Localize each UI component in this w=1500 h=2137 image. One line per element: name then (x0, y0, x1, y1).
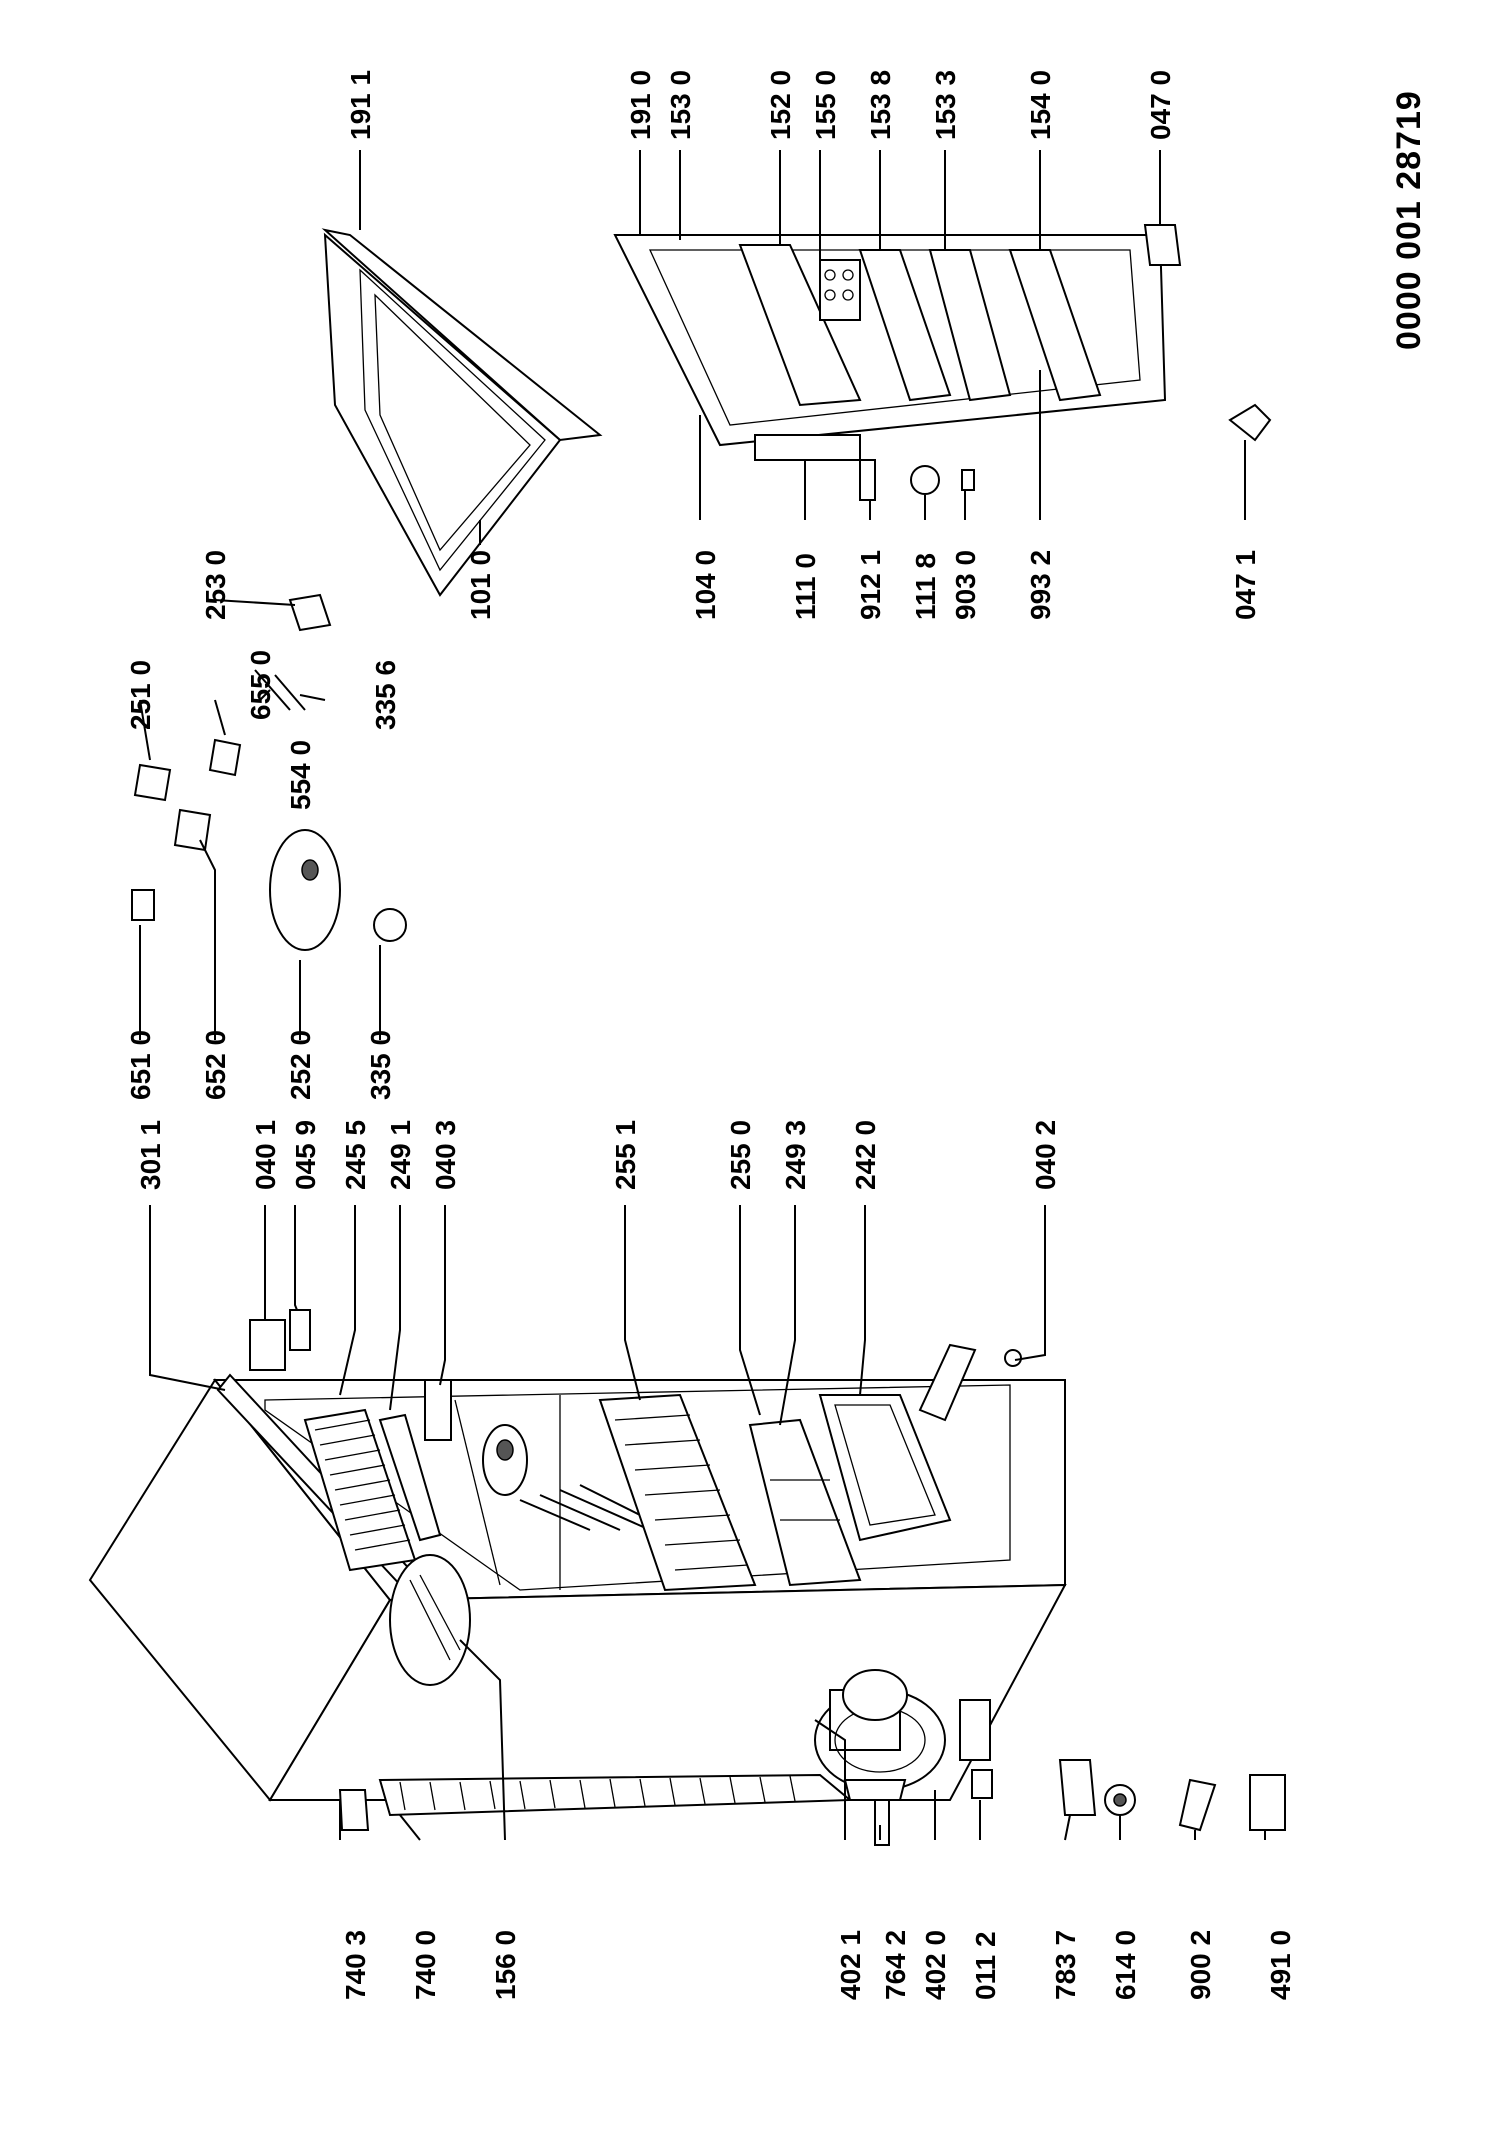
label-335-0: 335 0 (365, 1030, 396, 1100)
relay (842, 1669, 908, 1721)
label-900-2: 900 2 (1185, 1930, 1216, 2000)
label-253-0: 253 0 (200, 550, 231, 620)
thermostat-housing (269, 829, 341, 951)
label-335-6: 335 6 (370, 660, 401, 730)
label-402-0: 402 0 (920, 1930, 951, 2000)
label-255-1: 255 1 (610, 1120, 641, 1190)
hinge-bracket (249, 1319, 286, 1371)
label-191-1: 191 1 (345, 70, 376, 140)
label-614-0: 614 0 (1110, 1930, 1141, 2000)
lamp-bulb (131, 889, 155, 921)
label-651-0: 651 0 (125, 1030, 156, 1100)
label-491-0: 491 0 (1265, 1930, 1296, 2000)
thermostat-bracket (424, 1379, 452, 1441)
freezer-door (321, 150, 603, 597)
vent-grill (378, 1773, 853, 1817)
label-242-0: 242 0 (850, 1120, 881, 1190)
label-764-2: 764 2 (880, 1930, 911, 2000)
label-153-3: 153 3 (930, 70, 961, 140)
label-993-2: 993 2 (1025, 550, 1056, 620)
label-655-0: 655 0 (245, 650, 276, 720)
label-047-1: 047 1 (1230, 550, 1261, 620)
label-783-7: 783 7 (1050, 1930, 1081, 2000)
wire-shelf (598, 1393, 757, 1592)
glass-shelf (748, 1418, 862, 1587)
door-shelf-153-8 (858, 249, 952, 402)
part-047-0 (1143, 224, 1182, 266)
bottom-hinge (918, 1343, 977, 1422)
label-301-1: 301 1 (135, 1120, 166, 1190)
part-900-2 (1178, 1778, 1217, 1832)
egg-tray (819, 259, 861, 321)
label-040-2: 040 2 (1030, 1120, 1061, 1190)
compressor (814, 1689, 991, 1801)
label-652-0: 652 0 (200, 1030, 231, 1100)
cabinet (88, 1205, 1286, 1846)
label-111-0: 111 0 (790, 553, 821, 620)
document-number: 0000 001 28719 (1390, 90, 1428, 350)
screw-912 (859, 459, 876, 501)
condenser-part (874, 1799, 890, 1846)
label-154-0: 154 0 (1025, 70, 1056, 140)
screw-903 (961, 469, 975, 491)
door-shelf-152 (738, 244, 862, 407)
label-740-0: 740 0 (410, 1930, 441, 2000)
label-903-0: 903 0 (950, 550, 981, 620)
label-152-0: 152 0 (765, 70, 796, 140)
label-912-1: 912 1 (855, 550, 886, 620)
label-554-0: 554 0 (285, 740, 316, 810)
label-153-8: 153 8 (865, 70, 896, 140)
label-249-1: 249 1 (385, 1120, 416, 1190)
knob (373, 908, 407, 942)
label-255-0: 255 0 (725, 1120, 756, 1190)
label-249-3: 249 3 (780, 1120, 811, 1190)
label-047-0: 047 0 (1145, 70, 1176, 140)
small-parts (131, 593, 407, 1040)
freezer-shelf (378, 1413, 442, 1542)
handle-111 (754, 434, 861, 461)
capacitor (971, 1769, 993, 1799)
label-111-8: 111 8 (910, 553, 941, 620)
bracket-253 (288, 593, 332, 632)
crisper-drawer (818, 1394, 952, 1542)
label-402-1: 402 1 (835, 1930, 866, 2000)
label-191-0: 191 0 (625, 70, 656, 140)
switch (173, 808, 212, 852)
door-shelf-153-3 (928, 249, 1012, 402)
freezer-door-panel (323, 232, 562, 597)
door-shelf-154 (1008, 249, 1102, 402)
cap-111-8 (910, 465, 940, 495)
label-045-9: 045 9 (290, 1120, 321, 1190)
label-101-0: 101 0 (465, 550, 496, 620)
label-040-3: 040 3 (430, 1120, 461, 1190)
label-155-0: 155 0 (810, 70, 841, 140)
label-104-0: 104 0 (690, 550, 721, 620)
cover-251 (133, 763, 172, 802)
label-011-2: 011 2 (970, 1931, 1001, 2000)
fridge-door (613, 150, 1272, 520)
hinge-pin (289, 1309, 311, 1351)
part-047-1 (1228, 403, 1272, 442)
hinge-cover (338, 1789, 370, 1831)
part-554 (208, 738, 242, 777)
part-783-7 (1058, 1759, 1097, 1816)
door-191-1-strip (321, 228, 603, 442)
label-245-5: 245 5 (340, 1120, 371, 1190)
part-491-0 (1249, 1774, 1286, 1831)
label-740-3: 740 3 (340, 1930, 371, 2000)
label-153-0: 153 0 (665, 70, 696, 140)
label-156-0: 156 0 (490, 1930, 521, 2000)
label-252-0: 252 0 (285, 1030, 316, 1100)
label-251-0: 251 0 (125, 660, 156, 730)
label-040-1: 040 1 (250, 1120, 281, 1190)
